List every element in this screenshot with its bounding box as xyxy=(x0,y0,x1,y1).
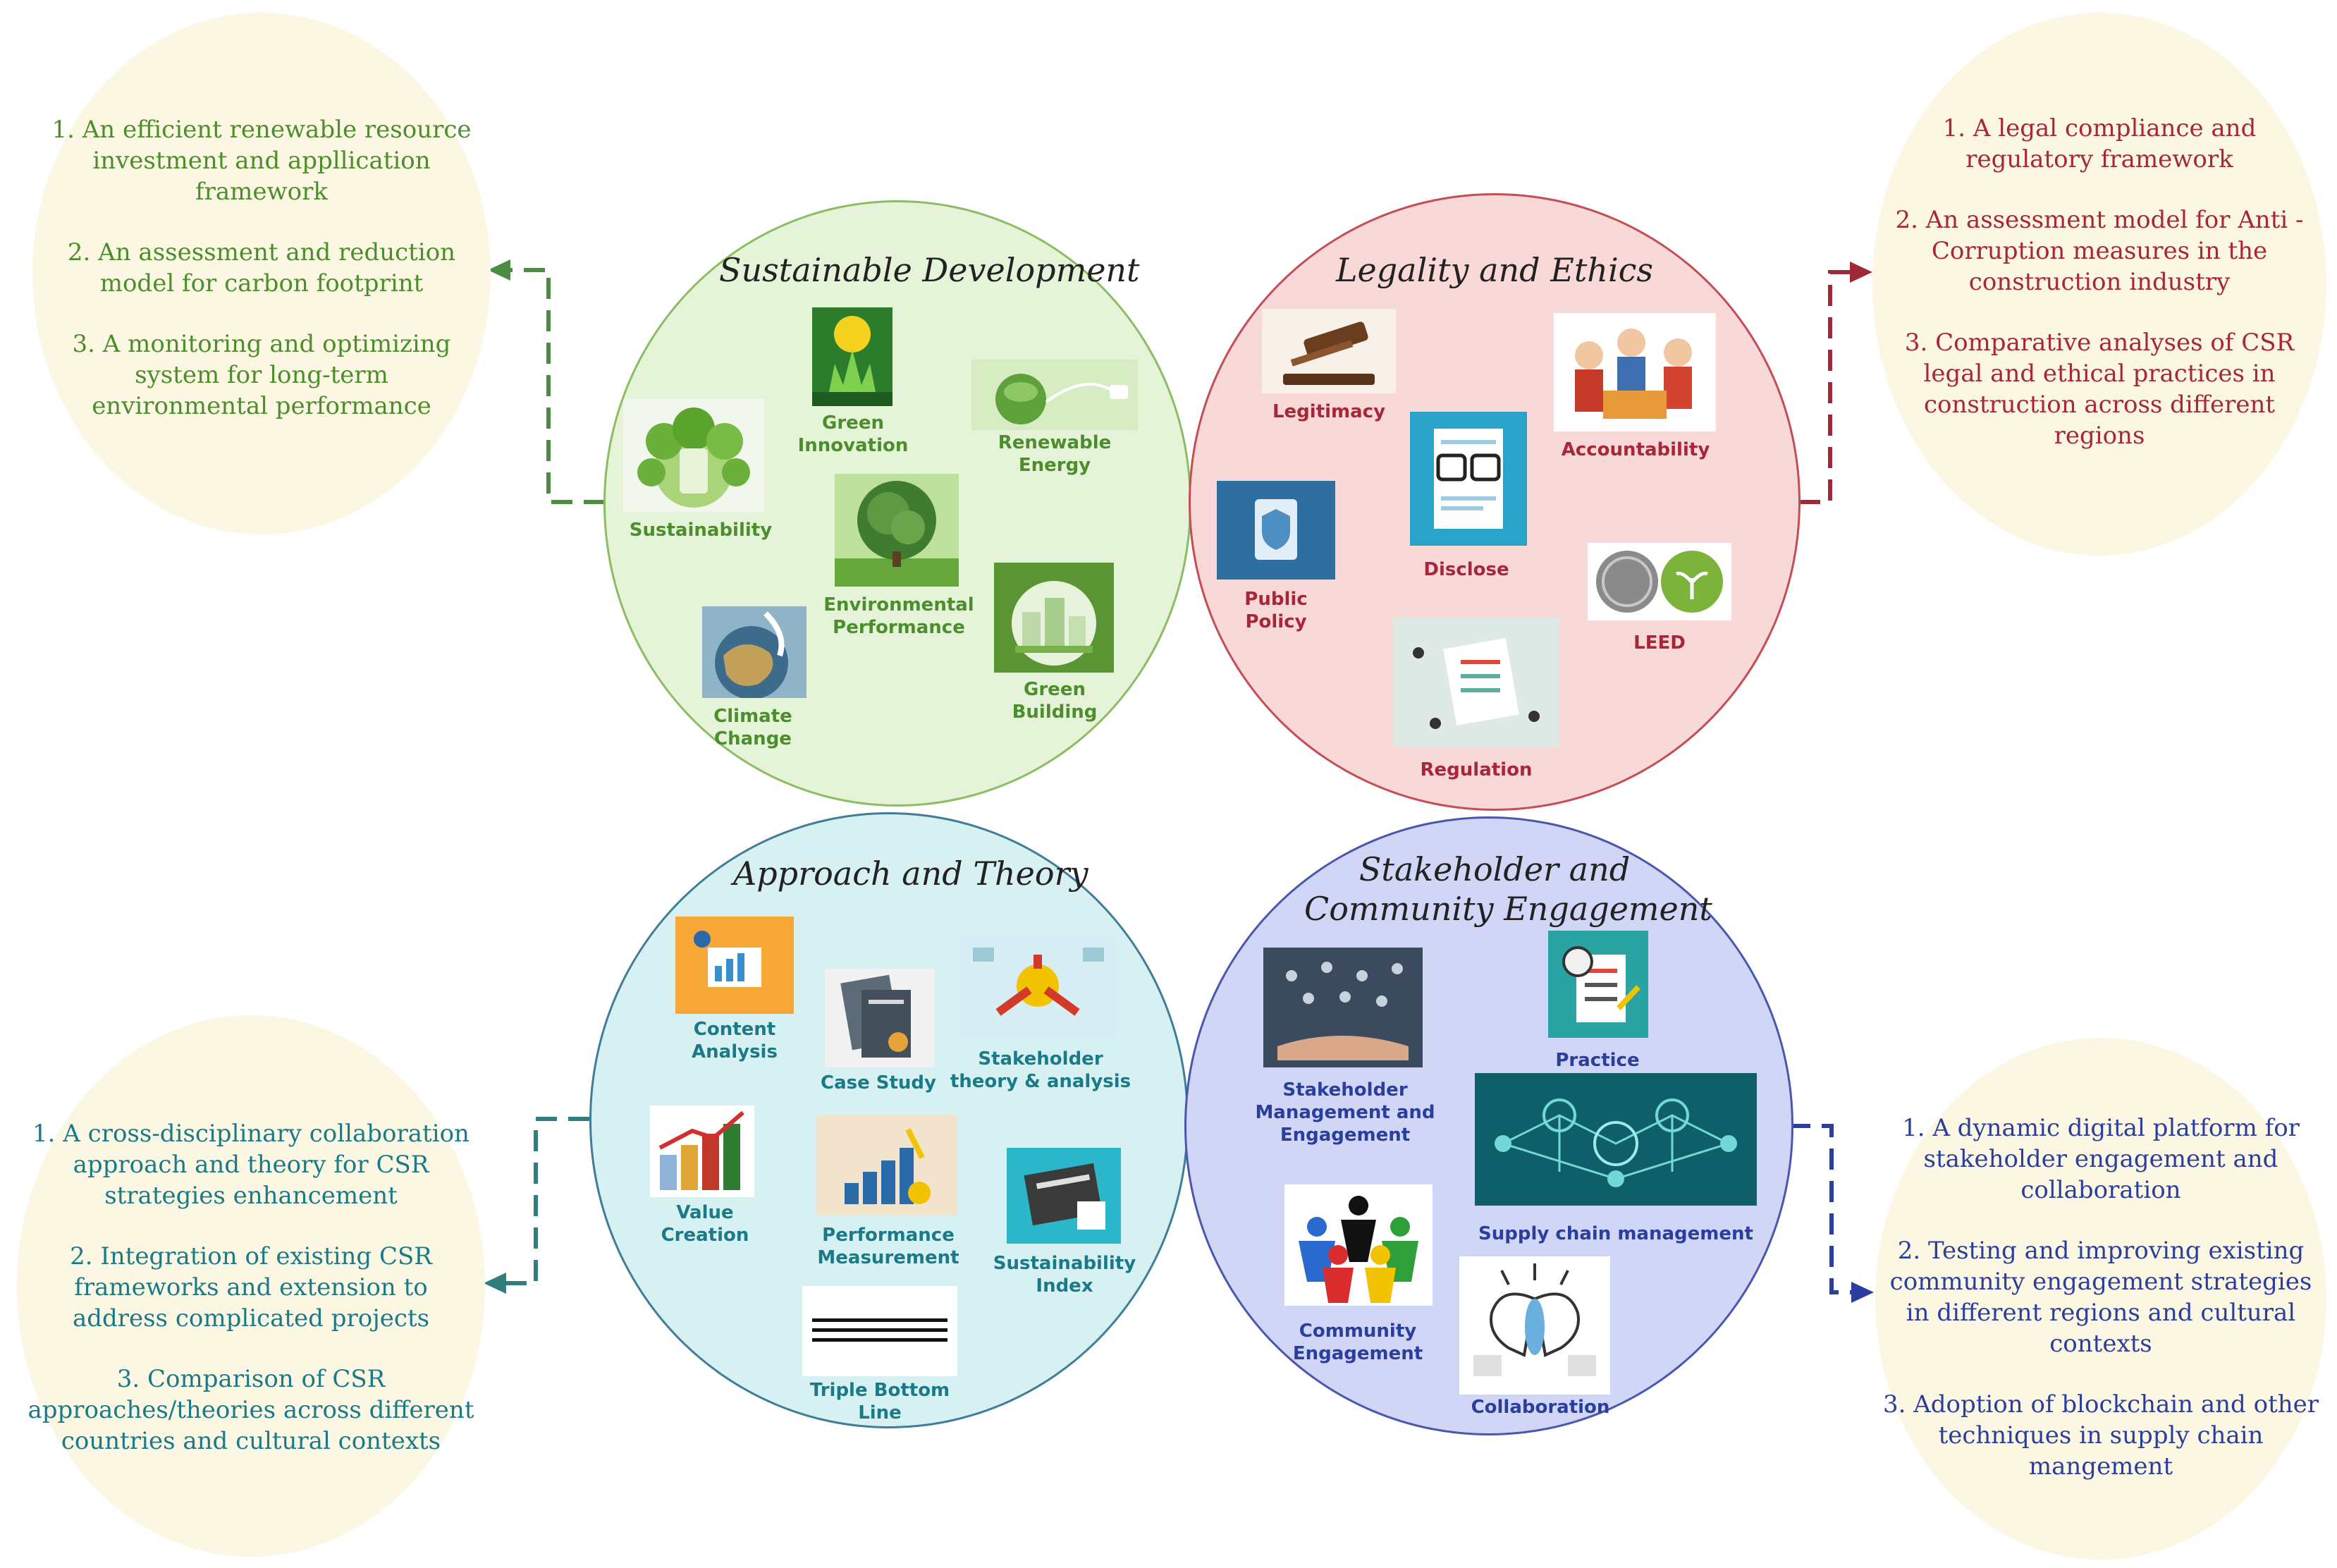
item-community-engagement: Community Engagement xyxy=(1292,1321,1423,1364)
item-value-creation-line: Value Creation xyxy=(634,1201,775,1247)
item-green-building: Green Building xyxy=(1012,679,1098,723)
item-green-innovation: Green Innovation xyxy=(797,412,909,456)
section-title-sustainable: Sustainable Development xyxy=(719,251,1140,289)
arrow-approach xyxy=(499,1117,589,1285)
item-environmental-performance: Environmental Performance xyxy=(823,594,974,638)
outcome-item: 2. Testing and improving existing commun… xyxy=(1889,1237,2312,1358)
item-renewable-energy: Renewable Energy xyxy=(998,432,1112,476)
item-accountability: Accountability xyxy=(1561,439,1710,460)
item-sustainability-index: Sustainability Index xyxy=(993,1253,1136,1297)
item-climate-change-line: Climate Change xyxy=(682,705,823,750)
item-public-policy-line: Public Policy xyxy=(1227,588,1325,633)
item-climate-change: Climate Change xyxy=(713,706,792,749)
item-triple-bottom-line: Triple Bottom Line xyxy=(809,1380,950,1423)
green-innovation-icon xyxy=(812,307,893,406)
globe-tree-icon xyxy=(623,399,764,512)
item-content-analysis-line: Content Analysis xyxy=(664,1018,805,1063)
arrowhead-stakeholder xyxy=(1851,1282,1874,1303)
case-study-icon xyxy=(825,969,935,1067)
green-building-icon xyxy=(994,563,1114,673)
item-disclose: Disclose xyxy=(1423,559,1509,580)
arrowhead-approach xyxy=(484,1273,506,1294)
outcome-item: 2. An assessment model for Anti - Corrup… xyxy=(1895,206,2304,296)
outcome-list-approach: 1. A cross-disciplinary collaboration ap… xyxy=(24,1111,478,1464)
arrowhead-legality xyxy=(1850,262,1872,283)
item-stakeholder-theory-line: Stakeholder theory & analysis xyxy=(949,1048,1132,1093)
outcome-item: 3. A monitoring and optimizing system fo… xyxy=(72,330,451,420)
triple-bottom-line-icon xyxy=(802,1286,957,1376)
outcome-bubble-stakeholder xyxy=(1875,1038,2326,1560)
item-public-policy: Public Policy xyxy=(1244,589,1308,632)
stakeholder-theory-icon xyxy=(959,933,1117,1038)
outcome-item: 2. Integration of existing CSR framework… xyxy=(70,1242,432,1333)
item-legitimacy: Legitimacy xyxy=(1272,401,1386,422)
item-green-building-line: Green Building xyxy=(984,678,1125,723)
policy-shield-icon xyxy=(1217,481,1335,580)
people-meeting-icon xyxy=(1554,313,1716,431)
regulation-checklist-icon xyxy=(1393,618,1559,747)
item-regulation: Regulation xyxy=(1420,759,1533,780)
climate-globe-icon xyxy=(702,606,806,698)
item-community-engagement-line: Community Engagement xyxy=(1287,1320,1428,1365)
leed-logo-icon xyxy=(1588,543,1731,620)
outcome-list-legality: 1. A legal compliance and regulatory fra… xyxy=(1887,114,2312,450)
outcome-list-sustainable: 1. An efficient renewable resource inves… xyxy=(47,116,477,420)
tree-globe-icon xyxy=(835,474,959,587)
item-environmental-performance-line: Environmental Performance xyxy=(804,594,994,639)
outcome-item: 1. A dynamic digital platform for stakeh… xyxy=(1902,1114,2300,1204)
performance-chart-icon xyxy=(816,1115,957,1215)
outcome-item: 1. An efficient renewable resource inves… xyxy=(51,116,472,206)
arrow-legality xyxy=(1799,270,1857,504)
outcome-item: 1. A cross-disciplinary collaboration ap… xyxy=(32,1120,470,1210)
item-content-analysis: Content Analysis xyxy=(692,1019,778,1062)
section-title-approach: Approach and Theory xyxy=(733,855,1088,893)
item-triple-bottom-line-line: Triple Bottom Line xyxy=(802,1379,957,1424)
renewable-energy-icon xyxy=(971,360,1138,430)
item-performance-measurement-line: Performance Measurement xyxy=(797,1224,980,1269)
item-supply-chain-management: Supply chain management xyxy=(1478,1223,1753,1244)
section-title-stakeholder-line2: Community Engagement xyxy=(1304,890,1712,928)
community-people-icon xyxy=(1284,1184,1433,1306)
outcome-item: 3. Adoption of blockchain and other tech… xyxy=(1882,1390,2319,1481)
sustainability-index-icon xyxy=(1007,1148,1121,1244)
outcome-bubble-legality xyxy=(1872,13,2326,556)
collaboration-bulbs-icon xyxy=(1459,1256,1610,1395)
item-value-creation: Value Creation xyxy=(661,1202,749,1246)
item-sustainability: Sustainability xyxy=(629,520,773,541)
item-case-study: Case Study xyxy=(820,1072,936,1094)
item-practice: Practice xyxy=(1555,1050,1640,1071)
practice-checklist-icon xyxy=(1548,931,1648,1038)
item-green-innovation-line: Green Innovation xyxy=(783,412,924,457)
item-collaboration: Collaboration xyxy=(1471,1397,1610,1418)
section-title-legality: Legality and Ethics xyxy=(1335,251,1654,289)
outcome-item: 1. A legal compliance and regulatory fra… xyxy=(1942,114,2257,173)
outcome-item: 3. Comparison of CSR approaches/theories… xyxy=(27,1365,474,1455)
arrow-sustainable xyxy=(502,268,605,504)
outcome-item: 2. An assessment and reduction model for… xyxy=(67,238,456,298)
item-leed: LEED xyxy=(1633,632,1686,654)
arrow-stakeholder xyxy=(1789,1124,1858,1294)
item-performance-measurement: Performance Measurement xyxy=(817,1225,959,1268)
item-sustainability-index-line: Sustainability Index xyxy=(987,1252,1142,1297)
value-creation-icon xyxy=(650,1105,754,1197)
stakeholder-network-icon xyxy=(1263,948,1423,1067)
outcome-bubble-approach xyxy=(17,1015,485,1557)
content-analysis-icon xyxy=(675,917,794,1014)
item-stakeholder-theory: Stakeholder theory & analysis xyxy=(950,1048,1131,1092)
gavel-icon xyxy=(1262,309,1396,393)
item-stakeholder-management-line: Stakeholder Management and Engagement xyxy=(1246,1079,1444,1146)
outcome-list-stakeholder: 1. A dynamic digital platform for stakeh… xyxy=(1882,1114,2319,1481)
item-stakeholder-management: Stakeholder Management and Engagement xyxy=(1255,1079,1435,1146)
outcome-item: 3. Comparative analyses of CSR legal and… xyxy=(1904,329,2295,450)
document-glasses-icon xyxy=(1410,412,1527,546)
outcome-bubble-sustainable xyxy=(32,13,491,534)
supply-chain-network-icon xyxy=(1475,1073,1757,1206)
arrowhead-sustainable xyxy=(488,259,510,281)
item-renewable-energy-line: Renewable Energy xyxy=(970,431,1139,477)
section-title-stakeholder-line1: Stakeholder and xyxy=(1358,850,1631,888)
